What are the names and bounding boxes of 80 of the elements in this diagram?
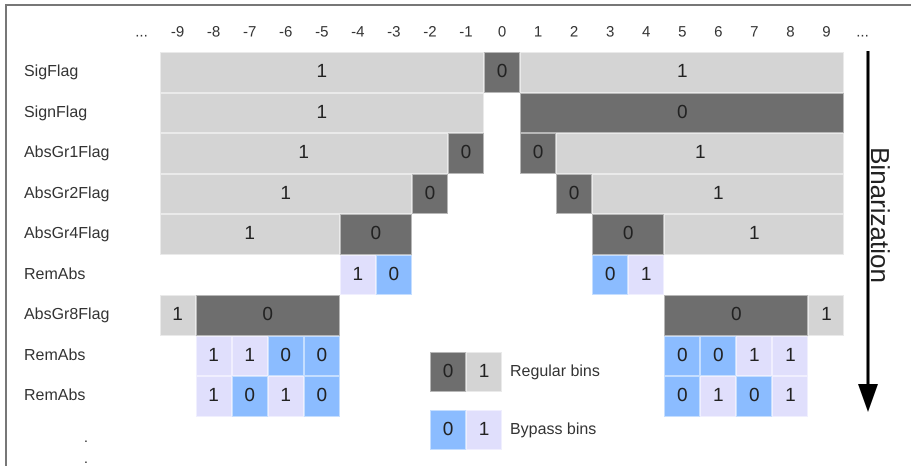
regular-bin-cell: 0 [484, 52, 520, 92]
column-index: 1 [534, 24, 542, 40]
row-label: AbsGr4Flag [24, 226, 110, 242]
regular-bin-cell: 0 [520, 92, 844, 133]
regular-bin-cell: 1 [160, 52, 484, 92]
row-label: RemAbs [24, 388, 86, 404]
regular-bin-cell: 1 [160, 92, 484, 133]
regular-bin-cell: 0 [664, 295, 808, 336]
row-label: SigFlag [24, 64, 78, 80]
bypass-bin-cell: 1 [268, 376, 304, 416]
regular-bin-cell: 0 [448, 133, 484, 174]
regular-bin-cell: 1 [556, 133, 844, 174]
ellipsis-dot: . [84, 451, 88, 465]
bypass-bin-cell: 0 [592, 254, 628, 295]
row-label: RemAbs [24, 266, 86, 283]
bypass-bin-cell: 1 [700, 376, 736, 416]
bypass-bin-cell: 0 [664, 336, 700, 376]
bypass-bin-cell: 1 [196, 336, 232, 376]
column-index: -2 [423, 24, 437, 40]
column-index: -5 [315, 24, 328, 40]
bypass-bin-cell: 0 [304, 336, 340, 376]
column-index: 5 [678, 24, 686, 40]
regular-bin-cell: 1 [160, 214, 340, 254]
column-index: ... [135, 24, 148, 40]
regular-bin-cell: 1 [808, 295, 844, 336]
bypass-bin-cell: 0 [232, 376, 268, 416]
regular-bin-cell: 1 [160, 174, 412, 214]
column-index: 3 [606, 24, 614, 40]
bypass-bin-cell: 1 [232, 336, 268, 376]
column-index: 8 [786, 24, 795, 40]
regular-bin-cell: 1 [592, 174, 844, 214]
axis-label: Binarization [867, 147, 893, 283]
row-label: AbsGr1Flag [24, 145, 110, 162]
column-index: -6 [279, 24, 292, 40]
regular-bin-cell: 1 [466, 352, 502, 392]
bypass-bin-cell: 0 [700, 336, 736, 376]
bypass-bin-cell: 1 [466, 410, 502, 450]
bypass-bin-cell: 0 [376, 254, 412, 295]
column-index: 7 [750, 24, 759, 40]
column-index: 0 [498, 24, 506, 40]
bypass-bin-cell: 0 [736, 376, 772, 416]
bypass-bin-cell: 1 [736, 336, 772, 376]
regular-bin-cell: 0 [196, 295, 340, 336]
regular-bin-cell: 0 [412, 174, 448, 214]
row-label: AbsGr8Flag [24, 307, 110, 324]
column-index: -1 [459, 24, 473, 40]
bypass-bin-cell: 0 [268, 336, 304, 376]
column-index: 9 [822, 24, 831, 40]
row-label: SignFlag [24, 104, 88, 121]
column-index: ... [856, 24, 869, 40]
regular-bin-cell: 1 [664, 214, 844, 254]
bypass-bin-cell: 1 [196, 376, 232, 416]
bypass-bin-cell: 0 [664, 376, 700, 416]
bypass-bin-cell: 1 [772, 376, 808, 416]
column-index: -7 [242, 24, 256, 40]
column-index: -3 [387, 24, 401, 40]
column-index: 6 [714, 24, 722, 40]
bypass-bin-cell: 0 [430, 410, 466, 450]
legend-label: Regular bins [510, 364, 600, 380]
regular-bin-cell: 1 [160, 295, 196, 336]
ellipsis-dot: . [84, 430, 88, 444]
column-index: -9 [170, 24, 184, 40]
column-index: -4 [351, 24, 364, 40]
regular-bin-cell: 1 [160, 133, 448, 174]
bypass-bin-cell: 1 [628, 254, 664, 295]
regular-bin-cell: 0 [340, 214, 412, 254]
row-label: AbsGr2Flag [24, 186, 110, 202]
bypass-bin-cell: 1 [772, 336, 808, 376]
column-index: -8 [206, 24, 220, 40]
column-index: 2 [570, 24, 578, 40]
column-index: 4 [642, 24, 650, 40]
legend-label: Bypass bins [510, 422, 596, 438]
regular-bin-cell: 0 [520, 133, 556, 174]
bypass-bin-cell: 1 [340, 254, 376, 295]
regular-bin-cell: 0 [592, 214, 664, 254]
bypass-bin-cell: 0 [304, 376, 340, 416]
row-label: RemAbs [24, 348, 86, 364]
regular-bin-cell: 1 [520, 52, 844, 92]
regular-bin-cell: 0 [430, 352, 466, 392]
regular-bin-cell: 0 [556, 174, 592, 214]
